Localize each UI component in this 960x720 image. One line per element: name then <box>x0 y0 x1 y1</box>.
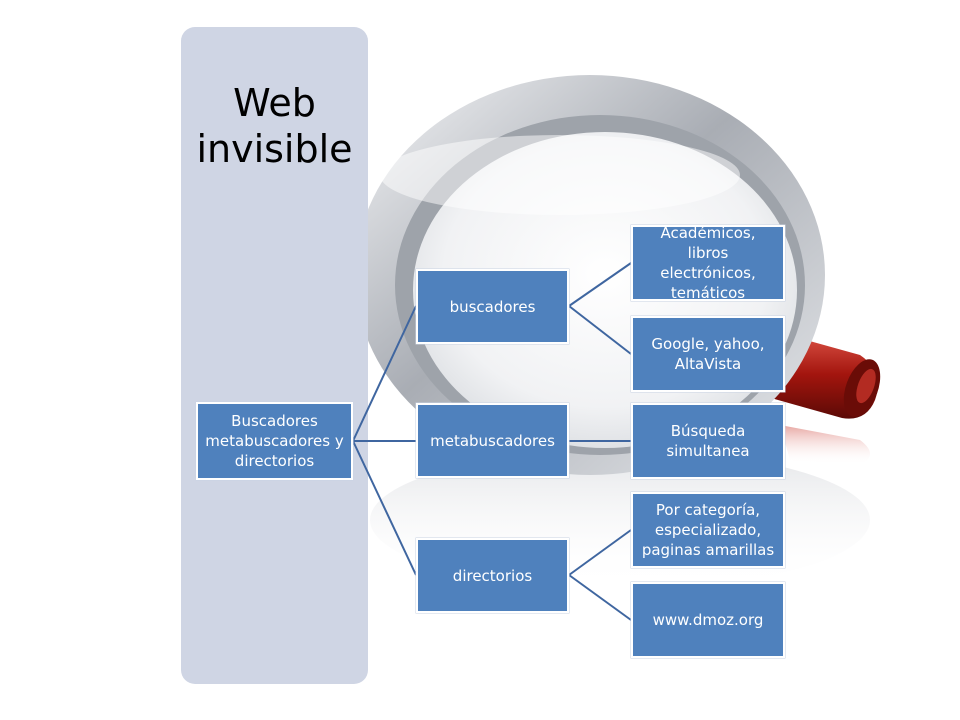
node-busqueda-simultanea: Búsqueda simultanea <box>631 403 785 479</box>
node-busqueda-simultanea-label: Búsqueda simultanea <box>666 422 750 460</box>
connector-buscadores-academicos <box>568 262 632 307</box>
root-node-label: Buscadores metabuscadores y directorios <box>205 412 344 470</box>
connector-root-directorios <box>352 440 417 576</box>
node-metabuscadores-label: metabuscadores <box>430 431 555 450</box>
node-dmoz: www.dmoz.org <box>631 582 785 658</box>
node-buscadores: buscadores <box>416 269 569 344</box>
root-node: Buscadores metabuscadores y directorios <box>196 402 353 480</box>
lens-highlight <box>380 135 740 215</box>
connector-directorios-categoria <box>568 529 632 576</box>
connector-root-buscadores <box>352 305 417 442</box>
node-dmoz-label: www.dmoz.org <box>652 611 764 629</box>
connector-directorios-dmoz <box>568 574 632 621</box>
node-buscadores-label: buscadores <box>449 297 536 316</box>
node-por-categoria: Por categoría, especializado, paginas am… <box>631 492 785 568</box>
node-directorios: directorios <box>416 538 569 613</box>
node-academicos-label: Académicos, libros electrónicos, temátic… <box>660 224 756 302</box>
node-por-categoria-label: Por categoría, especializado, paginas am… <box>641 501 775 559</box>
page-title: Web invisible <box>196 81 353 171</box>
node-google-yahoo-altavista: Google, yahoo, AltaVista <box>631 316 785 392</box>
node-directorios-label: directorios <box>452 566 533 585</box>
node-academicos: Académicos, libros electrónicos, temátic… <box>631 224 785 302</box>
node-google-yahoo-altavista-label: Google, yahoo, AltaVista <box>651 335 765 373</box>
node-metabuscadores: metabuscadores <box>416 403 569 478</box>
title-panel <box>181 27 368 684</box>
connector-buscadores-google <box>568 305 632 355</box>
